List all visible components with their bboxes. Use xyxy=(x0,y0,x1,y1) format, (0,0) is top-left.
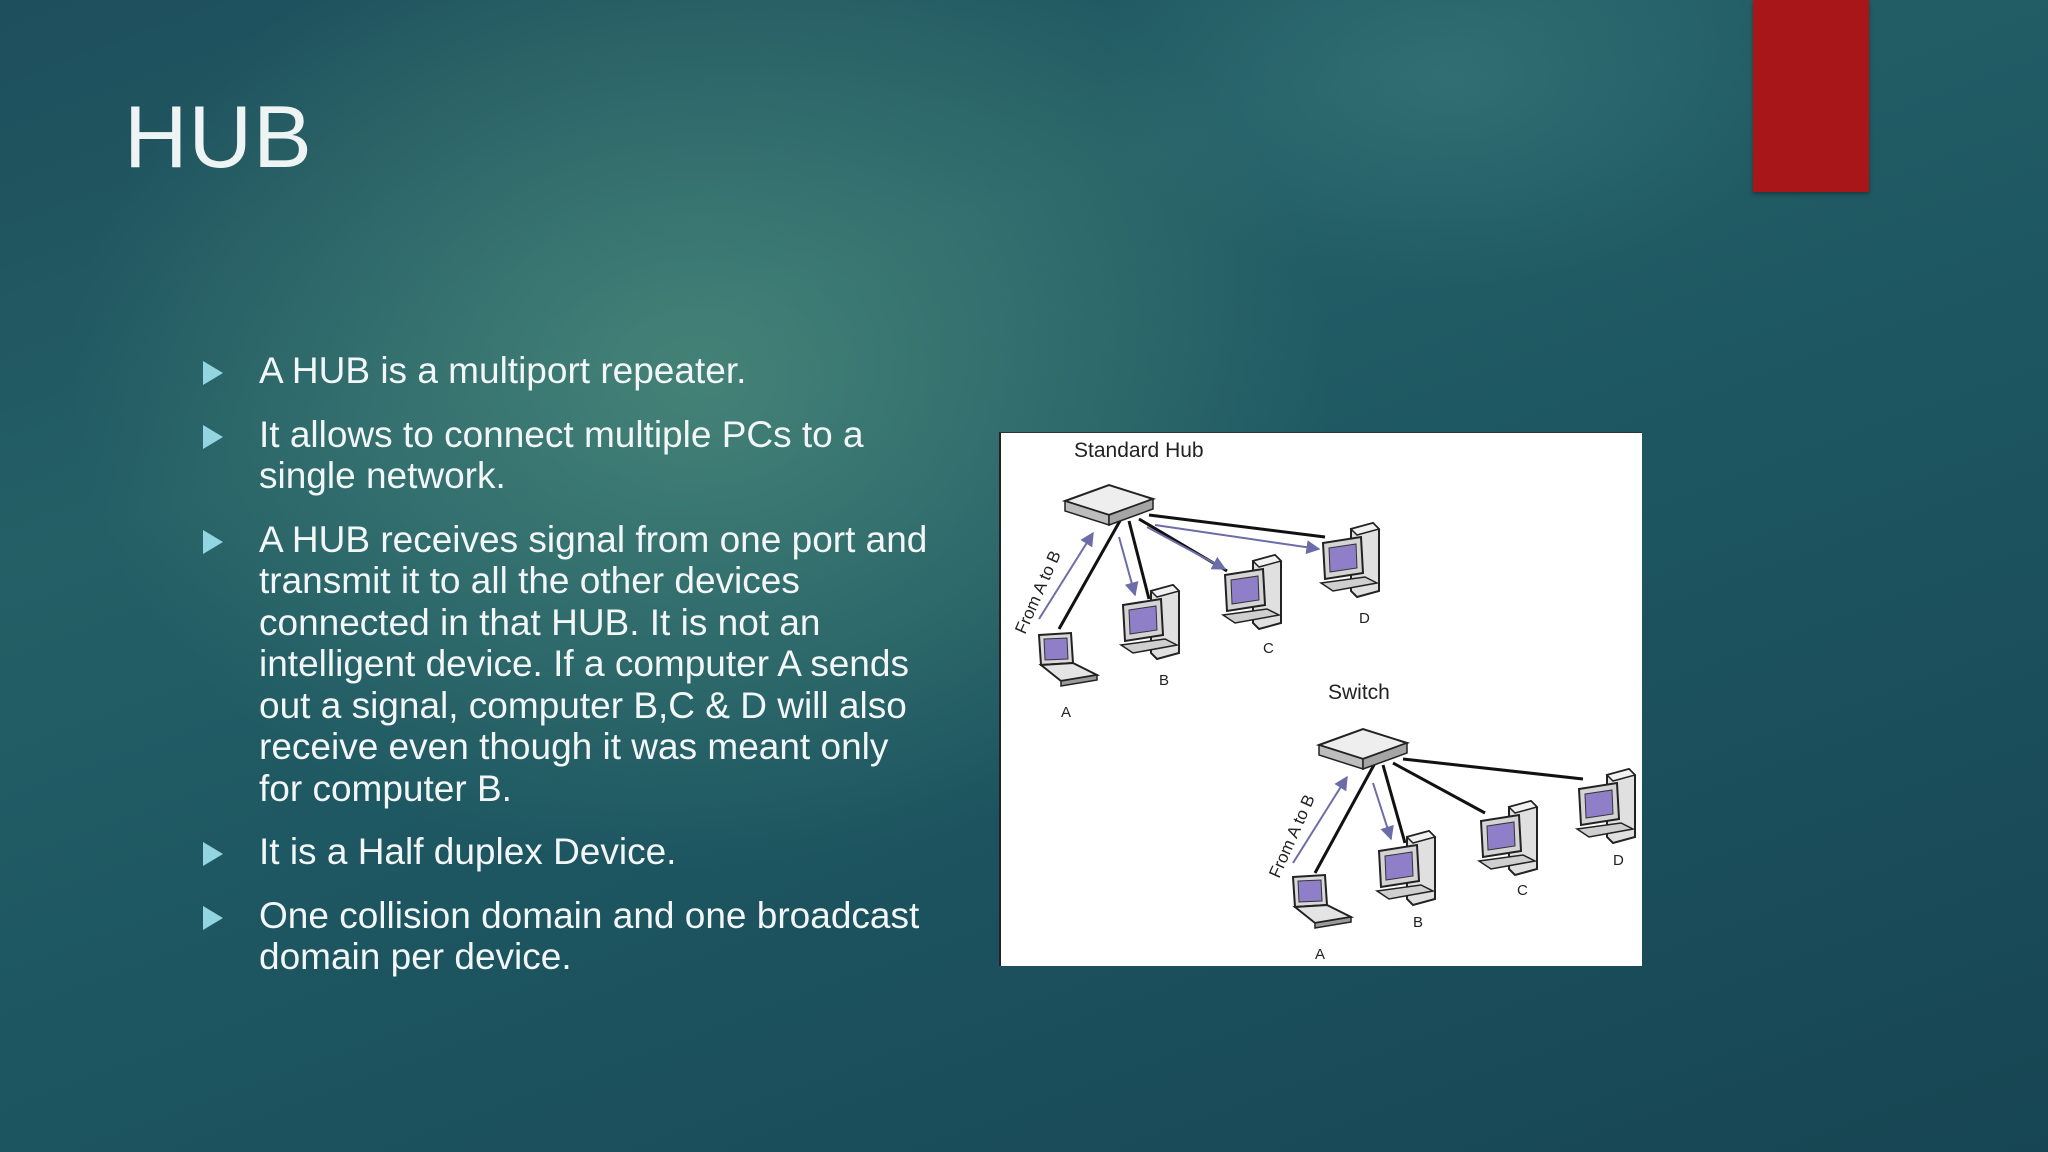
bullet-text: It allows to connect multiple PCs to a s… xyxy=(259,413,864,497)
bullet-item: One collision domain and one broadcast d… xyxy=(200,895,940,978)
desktop-computer-icon xyxy=(1376,830,1436,906)
accent-bar xyxy=(1753,0,1869,192)
desktop-computer-icon xyxy=(1120,584,1180,660)
hub-node-label-b: B xyxy=(1159,672,1169,689)
hub-signal-arrows xyxy=(1038,524,1321,620)
bullet-arrow-icon xyxy=(203,905,223,930)
desktop-computer-icon xyxy=(1222,554,1282,630)
bullet-arrow-icon xyxy=(203,529,223,554)
bullet-text: A HUB receives signal from one port and … xyxy=(259,518,928,809)
bullet-arrow-icon xyxy=(203,361,223,385)
desktop-computer-icon xyxy=(1576,768,1636,844)
hub-node-label-d: D xyxy=(1359,610,1370,627)
switch-signal-arrows xyxy=(1292,775,1394,864)
bullet-arrow-icon xyxy=(203,842,223,866)
bullet-arrow-icon xyxy=(203,424,223,449)
switch-node-label-c: C xyxy=(1517,882,1528,899)
laptop-icon xyxy=(1038,632,1098,687)
switch-diagram-title: Switch xyxy=(1328,681,1390,704)
desktop-computer-icon xyxy=(1478,800,1538,876)
hub-connections xyxy=(1057,513,1326,630)
bullet-item: It allows to connect multiple PCs to a s… xyxy=(200,414,940,497)
bullet-list: A HUB is a multiport repeater. It allows… xyxy=(200,350,940,1000)
bullet-item: A HUB receives signal from one port and … xyxy=(200,519,940,810)
switch-node-label-b: B xyxy=(1413,914,1423,931)
slide-title: HUB xyxy=(124,87,313,186)
switch-node-label-a: A xyxy=(1315,946,1325,963)
hub-node-label-a: A xyxy=(1061,704,1071,721)
hub-node-label-c: C xyxy=(1263,640,1274,657)
switch-connections xyxy=(1313,757,1584,874)
desktop-computer-icon xyxy=(1320,522,1380,598)
bullet-item: It is a Half duplex Device. xyxy=(200,831,940,873)
switch-node-label-d: D xyxy=(1613,852,1624,869)
network-diagram: Standard Hub From A to B A B C D Switch xyxy=(999,432,1642,966)
laptop-icon xyxy=(1292,874,1352,929)
bullet-item: A HUB is a multiport repeater. xyxy=(200,350,940,392)
bullet-text: A HUB is a multiport repeater. xyxy=(259,350,747,391)
bullet-text: It is a Half duplex Device. xyxy=(259,831,677,872)
bullet-text: One collision domain and one broadcast d… xyxy=(259,894,920,978)
hub-diagram-title: Standard Hub xyxy=(1074,439,1204,462)
